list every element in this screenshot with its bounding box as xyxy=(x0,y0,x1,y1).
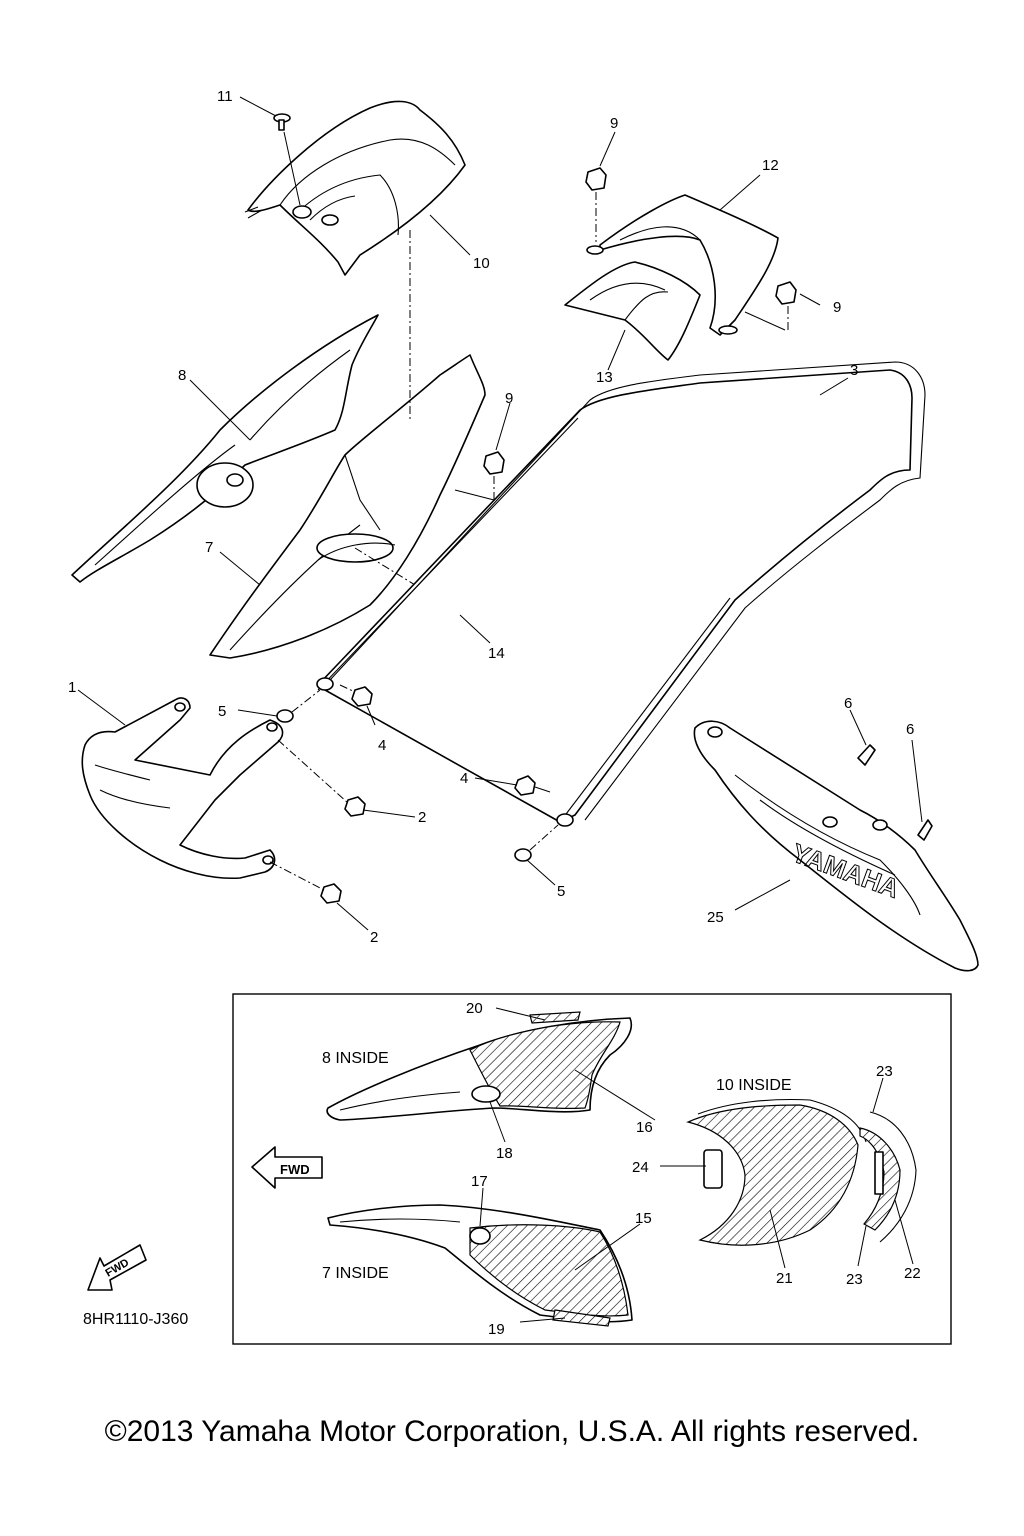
callout-13: 13 xyxy=(596,369,613,386)
part-12-rear-cover xyxy=(586,194,779,336)
callout-9: 9 xyxy=(610,115,618,132)
inside-detail-box xyxy=(232,993,952,1345)
part-10-inside-view xyxy=(686,1098,917,1246)
fwd-arrow-small-icon: FWD xyxy=(87,1244,147,1291)
copyright-notice: ©2013 Yamaha Motor Corporation, U.S.A. A… xyxy=(104,1415,920,1448)
callout-25: 25 xyxy=(707,909,724,926)
callout-leaders xyxy=(77,96,923,931)
part-7-side-panel xyxy=(209,354,486,659)
callout-18: 18 xyxy=(496,1145,513,1162)
part-2-bolts xyxy=(269,739,366,904)
callout-15: 15 xyxy=(635,1210,652,1227)
part-7-inside-view xyxy=(327,1204,633,1327)
callout-2: 2 xyxy=(370,929,378,946)
callout-23: 23 xyxy=(846,1271,863,1288)
callout-24: 24 xyxy=(632,1159,649,1176)
part-6-rivets xyxy=(857,744,933,841)
callout-12: 12 xyxy=(762,157,779,174)
part-5-cap-left xyxy=(276,689,321,723)
callout-17: 17 xyxy=(471,1173,488,1190)
part-11-screw xyxy=(273,113,301,206)
callout-20: 20 xyxy=(466,1000,483,1017)
callout-14: 14 xyxy=(488,645,505,662)
callout-7: 7 xyxy=(205,539,213,556)
part-8-inside-view xyxy=(326,1011,632,1121)
callout-2: 2 xyxy=(418,809,426,826)
inside-leaders xyxy=(479,1007,914,1323)
label-7-inside: 7 INSIDE xyxy=(322,1265,389,1282)
callout-1: 1 xyxy=(68,679,76,696)
callout-4: 4 xyxy=(378,737,386,754)
drawing-code: 8HR1110-J360 xyxy=(83,1311,188,1328)
part-1-bracket xyxy=(81,697,284,880)
part-8-side-panel xyxy=(71,314,379,583)
part-3-frame xyxy=(316,361,926,827)
callout-16: 16 xyxy=(636,1119,653,1136)
part-5-cap-right xyxy=(514,824,559,862)
inside-callouts: 8 INSIDE 10 INSIDE 7 INSIDE 20 16 18 23 … xyxy=(322,1000,921,1338)
part-9-bolts-upper xyxy=(585,167,797,331)
callout-10: 10 xyxy=(473,255,490,272)
callout-8: 8 xyxy=(178,367,186,384)
part-4-bolt-right xyxy=(514,775,551,796)
fwd-arrow-icon: FWD xyxy=(251,1146,323,1189)
part-25-emblem-plate: YAMAHA xyxy=(693,720,979,972)
label-8-inside: 8 INSIDE xyxy=(322,1050,389,1067)
callout-3: 3 xyxy=(850,362,858,379)
callout-9: 9 xyxy=(505,390,513,407)
callout-numbers: 11 10 9 12 9 13 8 3 9 7 14 1 5 4 6 6 4 2… xyxy=(68,88,914,946)
callout-22: 22 xyxy=(904,1265,921,1282)
part-4-bolt-left xyxy=(339,684,376,726)
part-10-seat-cowl xyxy=(244,100,466,276)
callout-19: 19 xyxy=(488,1321,505,1338)
part-13-lower-cover xyxy=(564,261,701,361)
callout-23: 23 xyxy=(876,1063,893,1080)
label-10-inside: 10 INSIDE xyxy=(716,1077,792,1094)
fwd-arrow-label: FWD xyxy=(280,1162,310,1177)
callout-5: 5 xyxy=(557,883,565,900)
part-9-bolt-mid xyxy=(454,451,505,501)
callout-4: 4 xyxy=(460,770,468,787)
callout-11: 11 xyxy=(217,88,233,105)
callout-21: 21 xyxy=(776,1270,793,1287)
callout-6: 6 xyxy=(844,695,852,712)
callout-9: 9 xyxy=(833,299,841,316)
callout-6: 6 xyxy=(906,721,914,738)
callout-5: 5 xyxy=(218,703,226,720)
